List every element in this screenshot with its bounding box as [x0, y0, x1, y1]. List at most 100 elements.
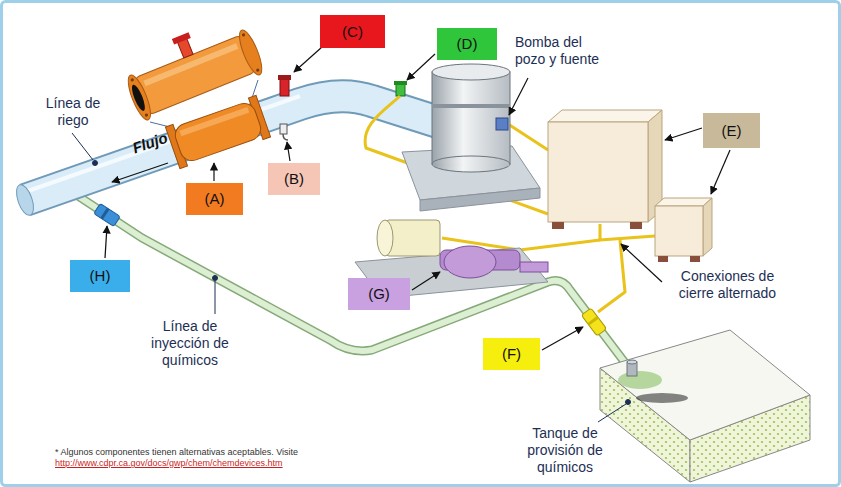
- footnote-link: http://www.cdpr.ca.gov/docs/gwp/chem/che…: [55, 458, 283, 469]
- callout-box: (F): [483, 338, 540, 370]
- label-box: * Algunos componentes tienen alternativa…: [55, 447, 298, 458]
- flow-label: Flujo: [126, 127, 173, 158]
- chemical-tank: [636, 393, 688, 403]
- chemical-tank: [600, 330, 810, 440]
- leader-line: [412, 272, 440, 290]
- well-pump: [402, 64, 540, 211]
- flowmeter: [179, 107, 249, 136]
- control-panel: [548, 110, 662, 122]
- callout-letter: (B): [284, 170, 304, 188]
- callout-letter: (F): [502, 345, 521, 363]
- control-panel: [630, 222, 642, 229]
- inset-flowmeter: [256, 68, 260, 72]
- callout-letter: (A): [205, 190, 225, 208]
- label-box: http://www.cdpr.ca.gov/docs/gwp/chem/che…: [55, 458, 283, 469]
- flowmeter: [165, 95, 270, 168]
- chemical-tank: [627, 360, 637, 364]
- chemical-tank: [600, 330, 810, 482]
- injection-pump: [444, 246, 496, 278]
- well-pump: [496, 118, 508, 130]
- control-panel: [548, 122, 648, 222]
- line-label: Línea de riego: [38, 95, 108, 129]
- component-label: Tanque de provisión de químicos: [515, 425, 615, 475]
- low-pressure-drain: [280, 124, 287, 134]
- inset-flowmeter: [129, 83, 147, 112]
- leader-line: [711, 150, 730, 194]
- leader-line: [407, 54, 435, 80]
- interlock-wire: [598, 240, 625, 312]
- vacuum-relief-valve: [280, 78, 289, 96]
- check-valve: [587, 316, 598, 326]
- leader-line: [621, 244, 662, 282]
- inset-flowmeter: [144, 113, 148, 117]
- inset-flowmeter: [172, 32, 191, 44]
- callout-letter: (C): [342, 23, 363, 41]
- control-panel: [655, 198, 712, 262]
- control-panel: [655, 198, 712, 206]
- low-pressure-drain: [283, 134, 288, 140]
- leader-line: [213, 276, 218, 281]
- injection-pump: [520, 262, 548, 272]
- check-valve: [94, 203, 121, 226]
- well-pump: [432, 64, 510, 80]
- callout-box: (A): [186, 183, 243, 215]
- inset-flowmeter: [241, 33, 245, 37]
- inset-flowmeter: [235, 28, 266, 78]
- vacuum-relief-valve: [278, 75, 291, 96]
- line-label: Línea de inyección de químicos: [140, 318, 240, 368]
- low-pressure-drain: [280, 124, 288, 140]
- label-box: Flujo: [126, 127, 173, 158]
- interlock-wire: [600, 224, 655, 240]
- leader-line: [287, 142, 290, 161]
- check-valve: [94, 203, 121, 226]
- label-box: Tanque de provisión de químicos: [515, 425, 615, 475]
- callout-letter: (H): [90, 267, 111, 285]
- chemical-tank: [618, 371, 662, 389]
- leader-line: [215, 281, 216, 314]
- leader-line: [542, 327, 583, 350]
- well-pump: [420, 188, 540, 211]
- inspection-port: [394, 81, 407, 85]
- control-panel: [548, 110, 662, 229]
- control-panel: [703, 198, 712, 256]
- leader-line: [105, 226, 107, 258]
- leader-line: [72, 133, 631, 422]
- injection-pump: [377, 220, 393, 256]
- label-box: Conexiones de cierre alternado: [665, 268, 790, 302]
- inspection-port: [394, 81, 407, 96]
- leader-line: [509, 78, 528, 115]
- control-panel: [690, 256, 700, 262]
- inset-flowmeter: [124, 73, 155, 123]
- component-label: Conexiones de cierre alternado: [665, 268, 790, 302]
- interlock-wire: [508, 124, 548, 150]
- well-pump: [432, 156, 510, 172]
- irrigation-pipe: [28, 96, 300, 191]
- leader-line: [626, 400, 631, 405]
- inset-flowmeter: [130, 78, 134, 82]
- leader-line: [213, 163, 214, 181]
- label-box: Línea de inyección de químicos: [140, 318, 240, 368]
- control-panel: [658, 256, 668, 262]
- well-pump: [432, 72, 510, 164]
- irrigation-pipe: [13, 96, 438, 217]
- callout-letter: (D): [457, 35, 478, 53]
- irrigation-pipe: [13, 183, 37, 218]
- control-panel: [655, 206, 703, 256]
- component-label: Bomba del pozo y fuente: [515, 34, 612, 68]
- inset-flowmeter: [134, 35, 257, 116]
- label-box: Línea de riego: [38, 95, 108, 129]
- callout-box: (G): [348, 278, 410, 310]
- callout-box: (E): [703, 113, 760, 148]
- control-panel: [552, 222, 564, 229]
- check-valve: [100, 208, 109, 220]
- callout-letter: (G): [368, 285, 390, 303]
- footnote: * Algunos componentes tienen alternativa…: [55, 447, 298, 458]
- well-pump: [433, 164, 509, 166]
- leader-line: [665, 128, 702, 140]
- flowmeter: [172, 100, 264, 164]
- well-pump: [432, 104, 510, 108]
